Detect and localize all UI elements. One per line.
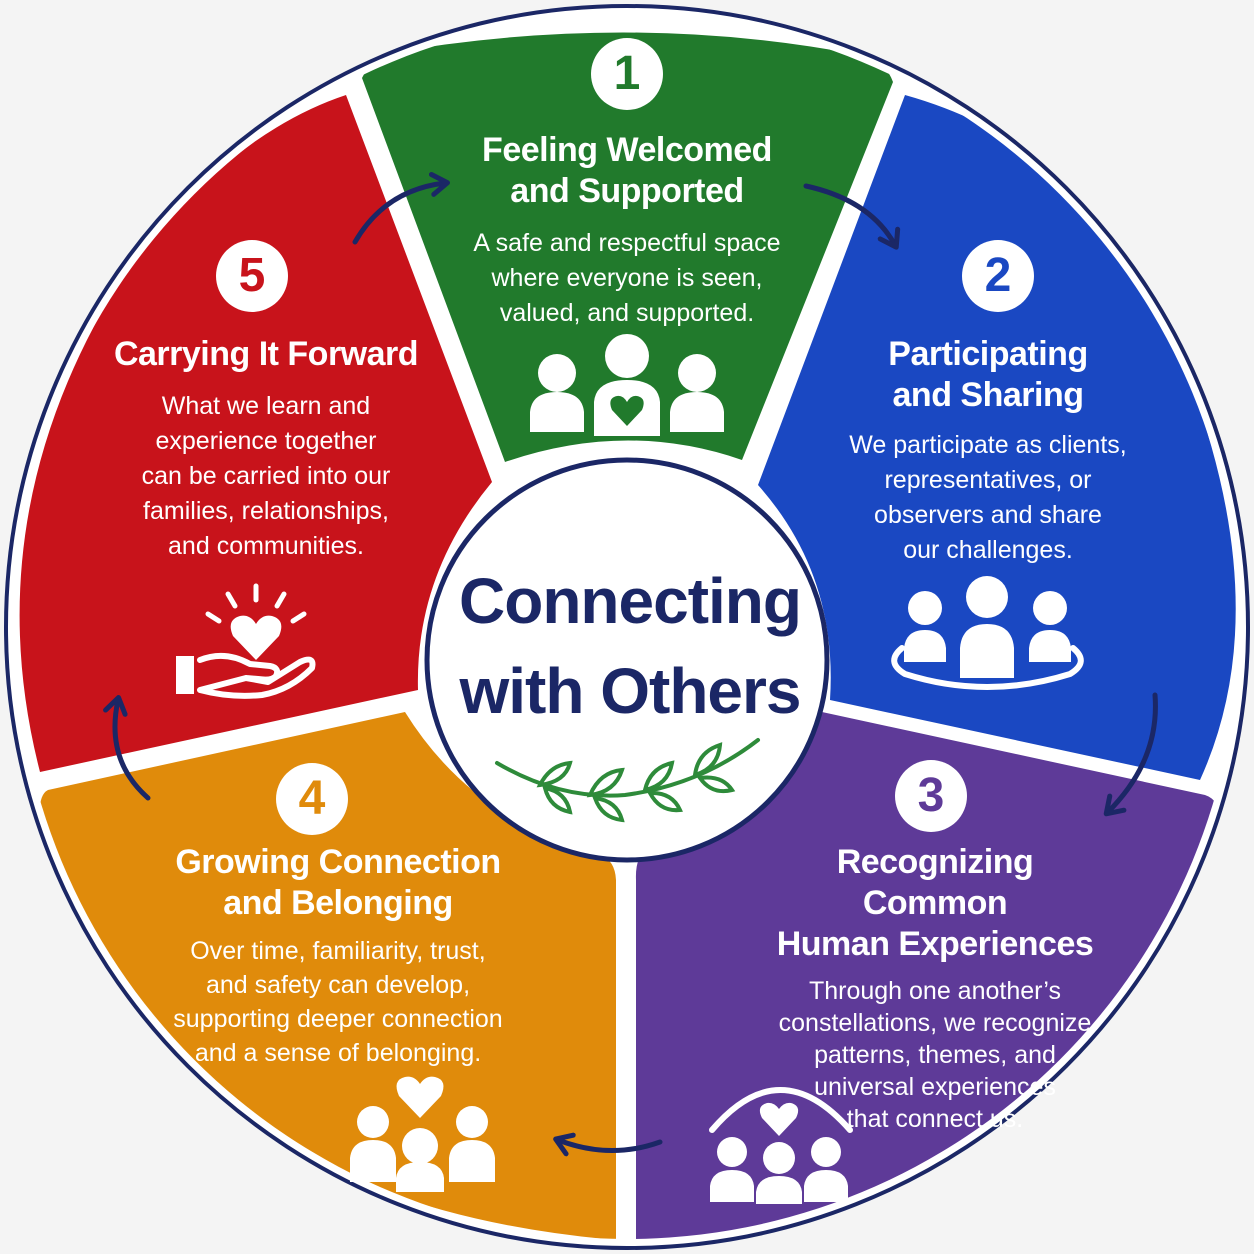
arrow-3-to-4: [553, 1132, 663, 1157]
arrow-4-to-5: [103, 695, 151, 801]
leaf-branch-icon: [495, 738, 760, 823]
step-3-text: Recognizing Common Human Experiences Thr…: [762, 842, 1108, 1135]
step-5-description: What we learn and experience together ca…: [141, 392, 391, 560]
step-4-title: Growing Connection and Belonging: [175, 843, 501, 922]
step-number-3: 3: [895, 760, 967, 832]
step-1-title: Feeling Welcomed and Supported: [482, 131, 772, 210]
step-number-5: 5: [216, 240, 288, 312]
people-heart-icon: [530, 334, 724, 436]
arrow-5-to-1: [352, 172, 450, 245]
step-number-1: 1: [591, 38, 663, 110]
step-1-text: Feeling Welcomed and Supported A safe an…: [445, 130, 809, 331]
step-4-text: Growing Connection and Belonging Over ti…: [150, 842, 526, 1070]
step-5-title: Carrying It Forward: [113, 335, 419, 373]
step-4-description: Over time, familiarity, trust, and safet…: [173, 937, 503, 1067]
step-number-2: 2: [962, 240, 1034, 312]
arrow-2-to-3: [1103, 692, 1158, 817]
segment-2: [758, 95, 1236, 780]
segment-1: [362, 32, 893, 462]
center-title: Connecting with Others: [459, 565, 802, 727]
hand-heart-icon: [176, 583, 316, 699]
step-3-title: Recognizing Common Human Experiences: [776, 843, 1094, 963]
group-circle-icon: [891, 576, 1084, 690]
step-5-text: Carrying It Forward What we learn and ex…: [96, 334, 436, 564]
step-1-description: A safe and respectful space where everyo…: [473, 229, 781, 327]
step-2-text: Participating and Sharing We participate…: [830, 334, 1146, 568]
step-number-4: 4: [276, 763, 348, 835]
step-2-description: We participate as clients, representativ…: [849, 431, 1127, 564]
group-heart-icon: [350, 1076, 495, 1192]
step-2-title: Participating and Sharing: [888, 335, 1088, 414]
cycle-arrows: [103, 172, 1158, 1157]
arrow-1-to-2: [803, 183, 901, 250]
segment-5: [19, 95, 492, 772]
step-3-description: Through one another’s constellations, we…: [778, 977, 1092, 1133]
group-arc-heart-icon: [709, 1087, 853, 1204]
